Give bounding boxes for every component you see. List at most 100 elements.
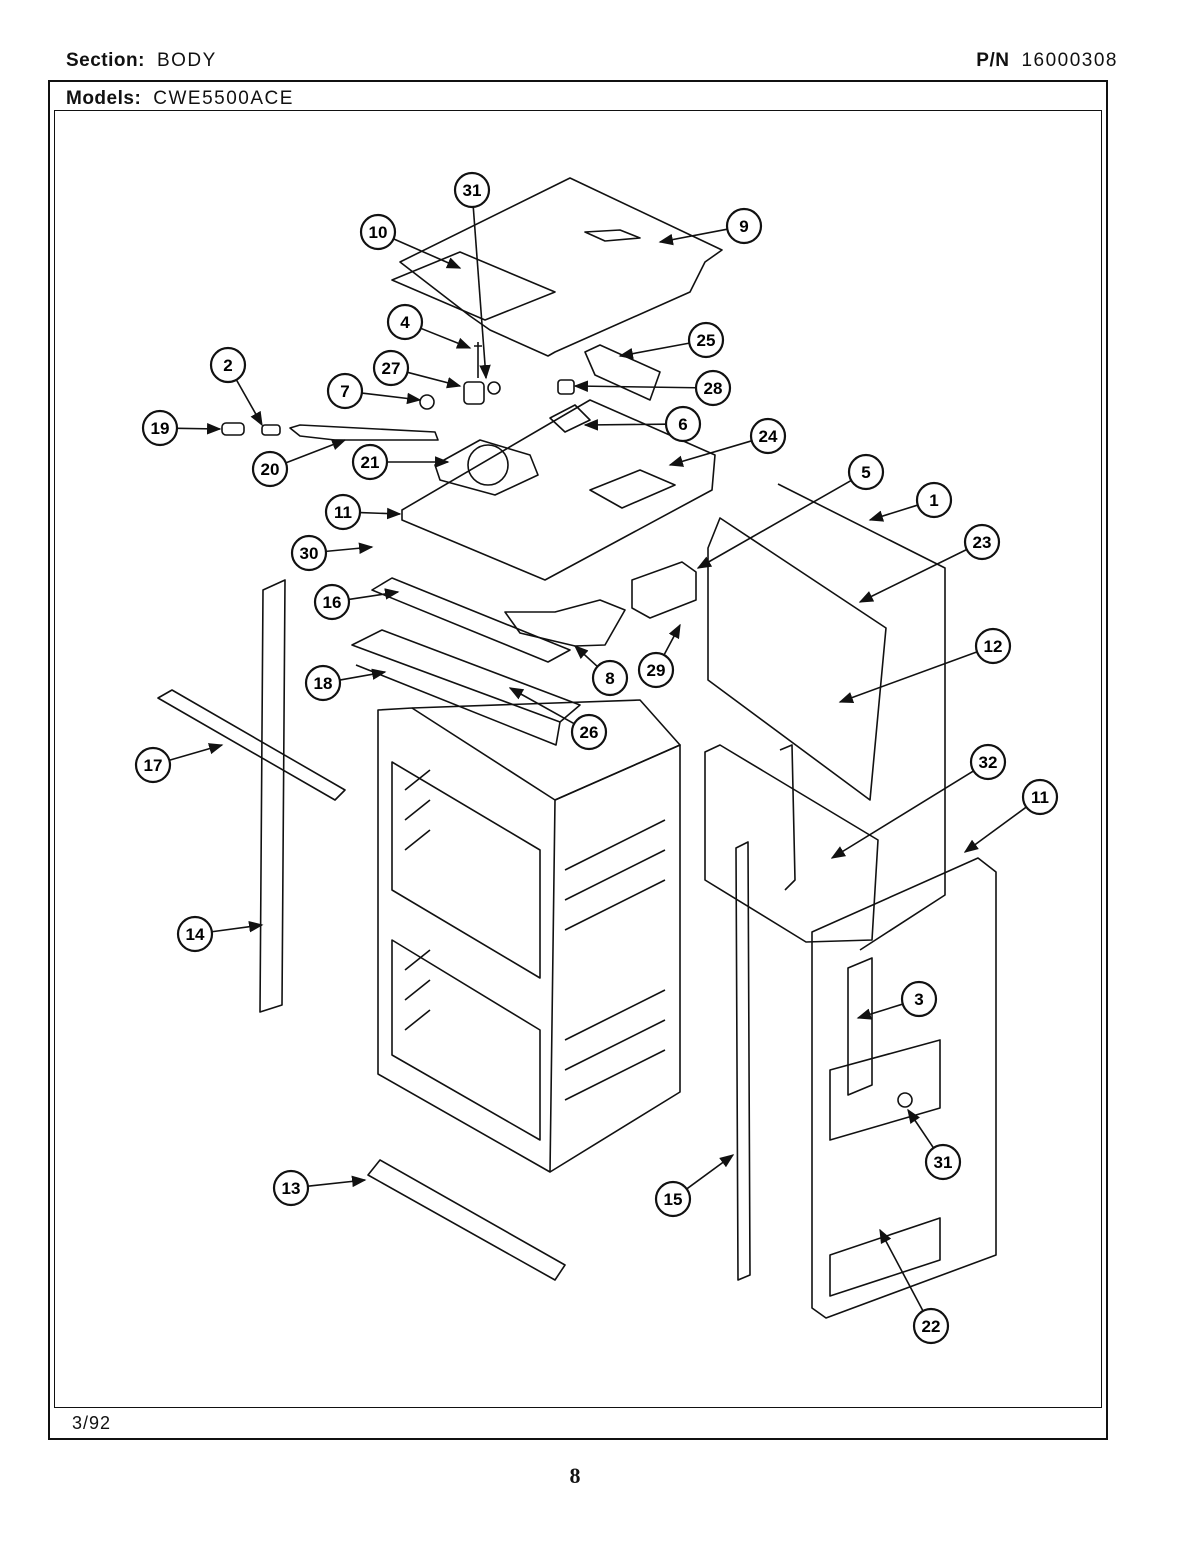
light-housing: [631, 561, 697, 619]
callout-circle: [687, 321, 725, 359]
spring-19: [221, 422, 245, 436]
callout-number: 19: [151, 419, 170, 438]
callout-number: 4: [400, 313, 410, 332]
callout-circle: [313, 583, 351, 621]
callout-number: 12: [984, 637, 1003, 656]
models-label: Models:: [66, 88, 142, 109]
callout-number: 23: [973, 533, 992, 552]
vent-channel-lip: [355, 664, 561, 746]
callout-number: 27: [382, 359, 401, 378]
revision-date: 3/92: [72, 1413, 112, 1433]
air-duct: [504, 599, 626, 647]
callout-number: 7: [340, 382, 349, 401]
callout-c31a: 31: [453, 171, 491, 380]
vertical-trim-14: [259, 579, 286, 1013]
bottom-trim-13: [367, 1159, 566, 1281]
blower-wheel: [467, 444, 509, 486]
callout-leader: [307, 1175, 367, 1188]
page-number: 8: [569, 1463, 581, 1488]
callout-leader: [963, 806, 1027, 853]
callout-leader: [573, 645, 598, 668]
callout-leader: [686, 1154, 735, 1190]
callout-circle: [963, 523, 1001, 561]
rear-panel: [777, 483, 946, 951]
callout-circle: [969, 743, 1007, 781]
callout-number: 18: [314, 674, 333, 693]
top-plate: [401, 399, 716, 581]
callout-number: 3: [914, 990, 923, 1009]
callout-c26: 26: [508, 687, 608, 751]
callout-c31b: 31: [907, 1108, 962, 1181]
callout-leader: [211, 921, 264, 933]
callout-number: 21: [361, 453, 380, 472]
callout-c6: 6: [583, 405, 702, 443]
callout-circle: [749, 417, 787, 455]
callout-c28: 28: [573, 369, 732, 407]
side-panel-opening-2: [829, 1217, 941, 1297]
lower-oven-opening: [391, 939, 541, 1141]
callout-number: 29: [647, 661, 666, 680]
callout-c23: 23: [858, 523, 1001, 603]
callout-number: 16: [323, 593, 342, 612]
callout-leader: [325, 542, 374, 554]
top-plate-window: [589, 469, 676, 509]
callout-leader: [858, 548, 968, 603]
insulation-32: [704, 744, 879, 943]
callout-circle: [176, 915, 214, 953]
callout-leader: [663, 623, 681, 656]
top-cover-slot: [584, 229, 641, 242]
vent-channel: [351, 629, 581, 723]
callout-leader: [583, 419, 667, 431]
callout-number: 17: [144, 756, 163, 775]
callout-circle: [912, 1307, 950, 1345]
callout-number: 9: [739, 217, 748, 236]
spring-2: [261, 424, 281, 436]
callout-number: 28: [704, 379, 723, 398]
callout-leader: [879, 1228, 924, 1312]
callout-number: 5: [861, 463, 870, 482]
callout-leader: [508, 687, 575, 725]
callout-circle: [570, 713, 608, 751]
callout-number: 26: [580, 723, 599, 742]
part-number-label: P/N: [976, 50, 1010, 71]
callout-number: 32: [979, 753, 998, 772]
callout-number: 8: [605, 669, 614, 688]
models-value: CWE5500ACE: [153, 88, 294, 109]
oven-liner-top: [411, 699, 681, 801]
callout-circle: [725, 207, 763, 245]
side-rail-17: [157, 689, 346, 801]
callout-circle: [386, 303, 424, 341]
callout-leader: [348, 588, 400, 601]
section-label: Section:: [66, 50, 145, 71]
callout-leader: [472, 206, 491, 380]
callout-leader: [573, 380, 697, 392]
callout-leader: [339, 668, 387, 681]
oven-liner-front: [377, 707, 556, 1173]
screw-4: [474, 342, 482, 378]
callout-c1: 1: [868, 481, 953, 522]
callout-circle: [664, 405, 702, 443]
callout-c27: 27: [372, 349, 462, 389]
clip-7: [419, 394, 435, 410]
callout-c24: 24: [668, 417, 787, 467]
callout-number: 13: [282, 1179, 301, 1198]
callout-circle: [209, 346, 247, 384]
side-rack-support: [564, 819, 666, 1101]
insulation-12: [707, 517, 887, 801]
callout-c8: 8: [573, 645, 629, 697]
callout-circle: [141, 409, 179, 447]
callout-leader: [359, 507, 402, 520]
callout-c11a: 11: [324, 493, 402, 531]
callout-circle: [304, 664, 342, 702]
callout-leader: [696, 479, 852, 569]
callout-circle: [847, 453, 885, 491]
callout-circle: [694, 369, 732, 407]
callout-c22: 22: [879, 1228, 950, 1345]
callout-c25: 25: [618, 321, 725, 360]
callout-leader: [235, 379, 263, 427]
callout-c20: 20: [251, 439, 347, 488]
callout-c5: 5: [696, 453, 885, 569]
fan-bracket-6: [549, 404, 591, 433]
callout-circle: [326, 372, 364, 410]
callout-c32: 32: [830, 743, 1007, 859]
